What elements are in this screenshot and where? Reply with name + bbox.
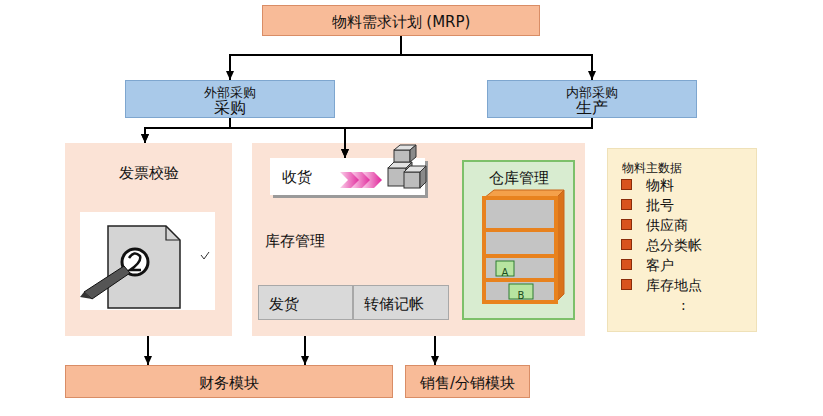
process-box: 物料需求计划 (MRP) (262, 5, 540, 36)
process-box: 内部采购生产 (487, 80, 697, 118)
node-text: 总分类帐 (646, 237, 702, 253)
node-text: 客户 (646, 257, 674, 273)
flow-arrow (147, 336, 149, 365)
flow-arrow (434, 336, 436, 365)
module-box: 销售/分销模块 (405, 365, 530, 398)
process-box: 转储记帐 (353, 285, 449, 320)
flow-arrow (230, 118, 345, 158)
flow-arrow (145, 118, 592, 143)
list-bullet (621, 239, 632, 250)
text-holder: 发票校验 (65, 163, 232, 182)
node-text: 库存地点 (646, 277, 702, 293)
node-label: 物料主数据 (622, 161, 682, 175)
flow-arrow (304, 336, 306, 365)
node-text: 生产 (576, 98, 608, 117)
text-holder: 物料主数据 (622, 157, 682, 176)
text-holder: 物料需求计划 (MRP) (263, 12, 539, 31)
text-holder: 客户 (646, 255, 674, 274)
module-box: 财务模块 (65, 365, 393, 398)
text-holder: 库存管理 (265, 231, 325, 250)
box-letter: B (518, 290, 525, 301)
text-holder: : (681, 295, 686, 314)
node-label: 外部采购 (204, 85, 256, 100)
node-label: 内部采购 (566, 85, 618, 100)
invoice-illustration (80, 212, 215, 310)
flow-arrow (145, 118, 230, 143)
node-label: 仓库管理 (489, 169, 549, 187)
list-bullet (621, 179, 632, 190)
text-holder: 采购 (126, 98, 334, 117)
list-bullet (621, 199, 632, 210)
node-text: 供应商 (646, 217, 688, 233)
text-holder: 销售/分销模块 (406, 373, 529, 392)
node-label: 库存管理 (265, 232, 325, 250)
text-holder: 收货 (282, 167, 312, 186)
node-label: 销售/分销模块 (420, 374, 515, 392)
node-text: 物料 (646, 177, 674, 193)
text-holder: 库存地点 (646, 275, 702, 294)
list-bullet (621, 219, 632, 230)
text-holder: 生产 (488, 98, 696, 117)
node-text: 采购 (214, 98, 246, 117)
process-box: 发货 (258, 285, 353, 320)
node-label: 发票校验 (119, 164, 179, 182)
text-holder: 转储记帐 (364, 294, 424, 313)
flow-arrow (345, 118, 592, 158)
box-letter: A (502, 267, 509, 278)
text-holder: 仓库管理 (464, 168, 573, 187)
text-holder: 总分类帐 (646, 235, 702, 254)
node-label: 转储记帐 (364, 295, 424, 313)
master-data-panel: 物料主数据物料批号供应商总分类帐客户库存地点: (607, 148, 757, 332)
node-label: 收货 (282, 168, 312, 186)
node-text: : (681, 297, 686, 313)
text-holder: 物料 (646, 175, 674, 194)
list-bullet (621, 279, 632, 290)
text-holder: 批号 (646, 195, 674, 214)
node-label: 物料需求计划 (MRP) (332, 13, 471, 31)
shelf-illustration (484, 190, 564, 302)
node-label: 发货 (269, 295, 299, 313)
text-holder: 财务模块 (66, 373, 392, 392)
flow-arrow (401, 36, 592, 80)
flow-arrow (230, 36, 401, 80)
list-bullet (621, 259, 632, 270)
process-box: 外部采购采购 (125, 80, 335, 118)
node-text: 批号 (646, 197, 674, 213)
text-holder: 发货 (269, 294, 299, 313)
receipt-icon (340, 145, 426, 188)
text-holder: 供应商 (646, 215, 688, 234)
node-label: 财务模块 (199, 374, 259, 392)
